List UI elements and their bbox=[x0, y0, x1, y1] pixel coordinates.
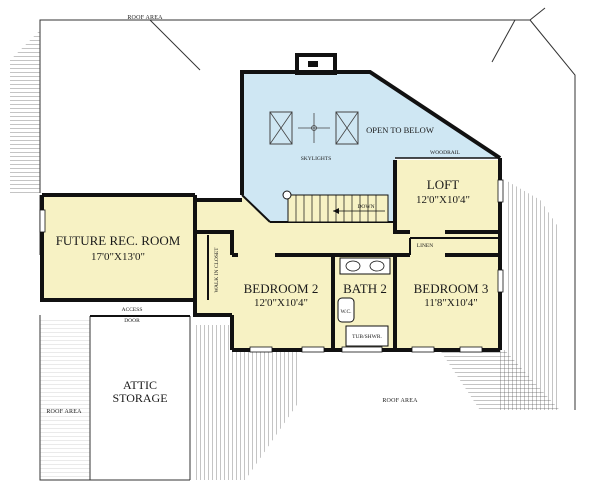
door-label: DOOR bbox=[124, 318, 140, 324]
windows bbox=[39, 179, 504, 353]
bath-fixtures bbox=[337, 257, 391, 347]
sink-icon bbox=[369, 260, 385, 272]
tub-icon bbox=[345, 325, 389, 347]
room-name-loft: LOFT bbox=[427, 177, 460, 192]
open-to-below-label: OPEN TO BELOW bbox=[366, 125, 434, 135]
window bbox=[497, 179, 504, 203]
linen-label: LINEN bbox=[417, 243, 434, 249]
window bbox=[301, 346, 325, 353]
skylight-left bbox=[269, 111, 293, 145]
window bbox=[39, 209, 46, 233]
wc-label: W.C. bbox=[340, 309, 352, 315]
tub-shower-label: TUB/SHWR. bbox=[352, 334, 382, 340]
room-name-bedroom-2: BEDROOM 2 bbox=[244, 281, 319, 296]
room-name-future-rec: FUTURE REC. ROOM bbox=[56, 233, 181, 248]
window bbox=[341, 346, 383, 353]
room-dims-loft: 12'0"X10'4" bbox=[416, 194, 470, 206]
skylights bbox=[269, 111, 359, 145]
roof-area-label: ROOF AREA bbox=[127, 15, 163, 21]
roof-area-label: ROOF AREA bbox=[382, 398, 418, 404]
ceiling-fan-icon bbox=[298, 113, 330, 143]
room-name-bath-2: BATH 2 bbox=[343, 281, 387, 296]
down-label: DOWN bbox=[357, 204, 374, 210]
room-dims-bedroom-3: 11'8"X10'4" bbox=[424, 297, 477, 309]
room-dims-bedroom-2: 12'0"X10'4" bbox=[254, 297, 308, 309]
attic-storage-line-2: STORAGE bbox=[112, 391, 167, 405]
stair bbox=[282, 190, 389, 223]
toilet-icon bbox=[337, 297, 355, 323]
woodrail-label: WOODRAIL bbox=[430, 150, 461, 156]
vanity bbox=[339, 257, 391, 275]
skylights-label: SKYLIGHTS bbox=[301, 156, 332, 162]
roof-hatch bbox=[10, 30, 560, 480]
window bbox=[497, 269, 504, 293]
room-dims-future-rec: 17'0"X13'0" bbox=[91, 251, 145, 263]
attic-storage-line-1: ATTIC bbox=[123, 378, 157, 392]
skylight-right bbox=[335, 111, 359, 145]
room-name-bedroom-3: BEDROOM 3 bbox=[414, 281, 489, 296]
access-label: ACCESS bbox=[122, 307, 143, 313]
open-to-below-area bbox=[242, 72, 500, 222]
roof-area-label: ROOF AREA bbox=[46, 409, 82, 415]
sink-icon bbox=[345, 260, 361, 272]
main-floor bbox=[42, 160, 500, 350]
window bbox=[459, 346, 483, 353]
window bbox=[411, 346, 435, 353]
labels: ROOF AREA ROOF AREA ROOF AREA OPEN TO BE… bbox=[46, 15, 488, 415]
window bbox=[249, 346, 273, 353]
floor-area bbox=[42, 72, 500, 350]
walk-in-closet-label: WALK IN CLOSET bbox=[214, 247, 220, 293]
